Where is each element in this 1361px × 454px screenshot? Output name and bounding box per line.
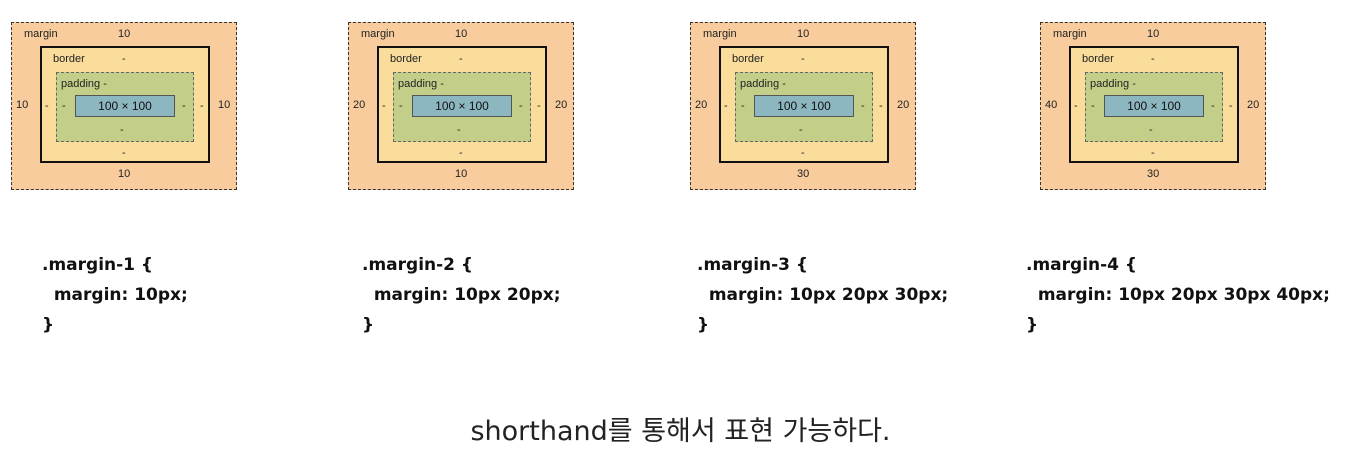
css-code-block-1: .margin-1 { margin: 10px;} — [42, 250, 188, 340]
border-area: border----padding ----100 × 100 — [1069, 46, 1239, 163]
margin-label: margin — [703, 28, 737, 40]
border-area: border----padding ----100 × 100 — [377, 46, 547, 163]
content-box: 100 × 100 — [754, 95, 854, 117]
padding-right-value: - — [519, 100, 523, 112]
content-box: 100 × 100 — [412, 95, 512, 117]
margin-left-value: 20 — [353, 99, 366, 111]
padding-bottom-value: - — [799, 124, 803, 136]
border-right-value: - — [537, 100, 541, 112]
border-right-value: - — [879, 100, 883, 112]
border-left-value: - — [724, 100, 728, 112]
code-line: .margin-2 { — [362, 255, 474, 275]
content-box: 100 × 100 — [75, 95, 175, 117]
padding-right-value: - — [861, 100, 865, 112]
margin-top-value: 10 — [797, 28, 810, 40]
padding-bottom-value: - — [120, 124, 124, 136]
border-bottom-value: - — [122, 147, 126, 159]
padding-left-value: - — [741, 100, 745, 112]
code-line: margin: 10px 20px 30px 40px; — [1026, 285, 1330, 305]
margin-right-value: 20 — [897, 99, 910, 111]
padding-area: padding ----100 × 100 — [56, 72, 194, 142]
css-code-block-2: .margin-2 { margin: 10px 20px;} — [362, 250, 561, 340]
padding-left-value: - — [1091, 100, 1095, 112]
code-line: } — [697, 315, 710, 335]
code-line: margin: 10px 20px 30px; — [697, 285, 949, 305]
code-line: .margin-1 { — [42, 255, 154, 275]
padding-label: padding - — [740, 78, 786, 90]
margin-left-value: 10 — [16, 99, 29, 111]
border-top-value: - — [122, 53, 126, 65]
css-code-block-4: .margin-4 { margin: 10px 20px 30px 40px;… — [1026, 250, 1330, 340]
padding-left-value: - — [62, 100, 66, 112]
margin-bottom-value: 10 — [455, 168, 468, 180]
code-line: .margin-3 { — [697, 255, 809, 275]
margin-label: margin — [361, 28, 395, 40]
border-label: border — [1082, 53, 1114, 65]
margin-left-value: 40 — [1045, 99, 1058, 111]
margin-top-value: 10 — [118, 28, 131, 40]
padding-right-value: - — [1211, 100, 1215, 112]
code-line: } — [1026, 315, 1039, 335]
margin-label: margin — [1053, 28, 1087, 40]
border-right-value: - — [1229, 100, 1233, 112]
margin-right-value: 20 — [555, 99, 568, 111]
padding-area: padding ----100 × 100 — [393, 72, 531, 142]
border-top-value: - — [459, 53, 463, 65]
margin-right-value: 10 — [218, 99, 231, 111]
code-line: } — [362, 315, 375, 335]
code-line: margin: 10px 20px; — [362, 285, 561, 305]
border-left-value: - — [1074, 100, 1078, 112]
border-top-value: - — [801, 53, 805, 65]
margin-left-value: 20 — [695, 99, 708, 111]
border-bottom-value: - — [459, 147, 463, 159]
border-left-value: - — [45, 100, 49, 112]
border-right-value: - — [200, 100, 204, 112]
margin-bottom-value: 30 — [1147, 168, 1160, 180]
padding-bottom-value: - — [457, 124, 461, 136]
border-bottom-value: - — [1151, 147, 1155, 159]
content-box: 100 × 100 — [1104, 95, 1204, 117]
border-label: border — [53, 53, 85, 65]
padding-label: padding - — [61, 78, 107, 90]
css-code-block-3: .margin-3 { margin: 10px 20px 30px;} — [697, 250, 948, 340]
border-label: border — [390, 53, 422, 65]
border-top-value: - — [1151, 53, 1155, 65]
border-left-value: - — [382, 100, 386, 112]
margin-label: margin — [24, 28, 58, 40]
padding-bottom-value: - — [1149, 124, 1153, 136]
margin-top-value: 10 — [1147, 28, 1160, 40]
padding-right-value: - — [182, 100, 186, 112]
border-area: border----padding ----100 × 100 — [719, 46, 889, 163]
margin-top-value: 10 — [455, 28, 468, 40]
code-line: } — [42, 315, 55, 335]
margin-bottom-value: 10 — [118, 168, 131, 180]
margin-right-value: 20 — [1247, 99, 1260, 111]
padding-area: padding ----100 × 100 — [735, 72, 873, 142]
code-line: .margin-4 { — [1026, 255, 1138, 275]
border-label: border — [732, 53, 764, 65]
caption: shorthand를 통해서 표현 가능하다. — [470, 416, 891, 447]
padding-area: padding ----100 × 100 — [1085, 72, 1223, 142]
margin-bottom-value: 30 — [797, 168, 810, 180]
padding-left-value: - — [399, 100, 403, 112]
padding-label: padding - — [398, 78, 444, 90]
padding-label: padding - — [1090, 78, 1136, 90]
border-bottom-value: - — [801, 147, 805, 159]
border-area: border----padding ----100 × 100 — [40, 46, 210, 163]
code-line: margin: 10px; — [42, 285, 188, 305]
